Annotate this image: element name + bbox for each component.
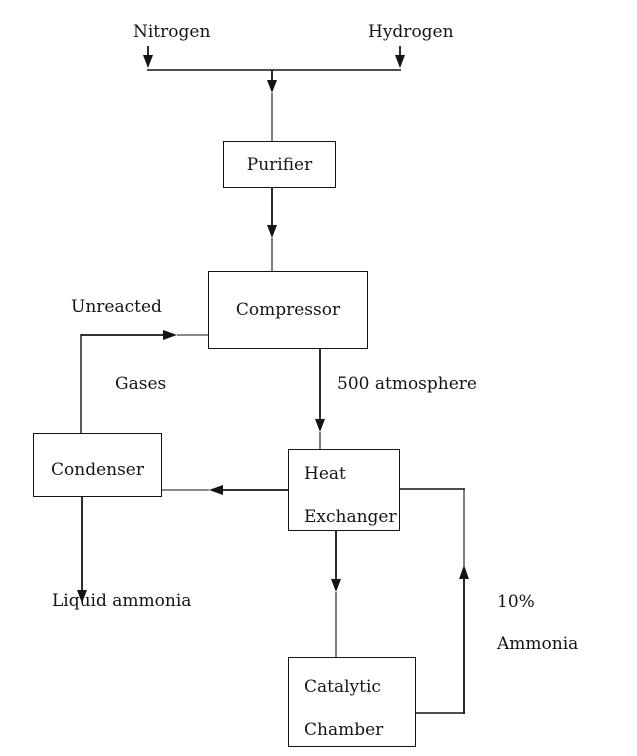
compressor-box: Compressor [208,271,368,349]
compressor-label: Compressor [235,300,341,320]
purifier-label: Purifier [246,154,313,175]
recycle-arrowhead-icon [163,330,177,340]
merge-drop-arrowhead-icon [267,80,277,93]
condenser-box: Condenser [33,433,162,497]
liquid-ammonia-label: Liquid ammonia [52,591,192,611]
condenser-label: Condenser [51,460,144,480]
compressor-out-arrowhead-icon [315,419,325,432]
return-up-arrowhead-icon [459,565,469,579]
yield-percent-label: 10% [497,592,535,612]
to-condenser-arrowhead-icon [209,485,223,495]
pressure-label: 500 atmosphere [337,374,477,394]
hydrogen-arrowhead-icon [395,55,405,68]
nitrogen-label: Nitrogen [133,22,211,42]
gases-label: Gases [115,374,167,394]
unreacted-label: Unreacted [71,297,162,317]
catalytic-chamber-label-line1: Catalytic [304,677,381,697]
to-catalytic-arrowhead-icon [331,579,341,592]
catalytic-chamber-box: Catalytic Chamber [288,657,416,747]
heat-exchanger-label-line1: Heat [304,464,346,484]
liquid-ammonia-arrowhead-icon [77,590,87,603]
nitrogen-arrowhead-icon [143,55,153,68]
heat-exchanger-label-line2: Exchanger [304,507,397,527]
catalytic-chamber-label-line2: Chamber [304,720,384,740]
purifier-out-arrowhead-icon [267,225,277,238]
heat-exchanger-box: Heat Exchanger [288,449,400,531]
yield-ammonia-label: Ammonia [497,634,579,654]
purifier-box: Purifier [223,141,336,188]
hydrogen-label: Hydrogen [368,22,454,42]
